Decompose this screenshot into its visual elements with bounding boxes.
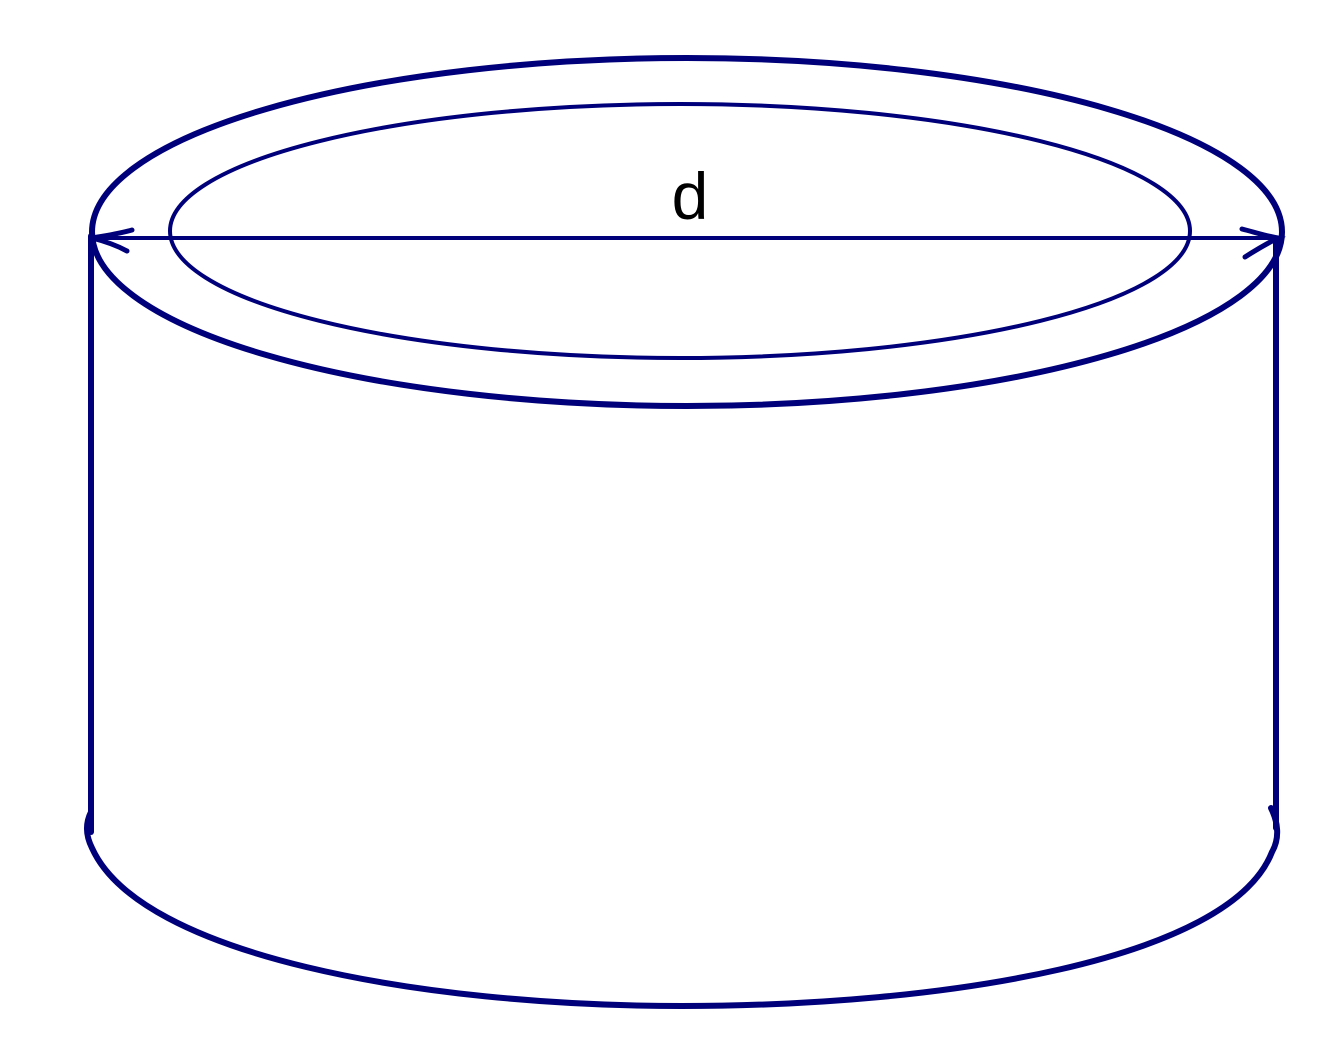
- outer-top-rim: [89, 55, 1285, 409]
- left-arrowhead: [91, 227, 135, 254]
- diameter-label: d: [672, 159, 709, 233]
- bottom-arc: [83, 805, 1281, 1010]
- inner-top-rim: [168, 102, 1192, 360]
- right-arrowhead: [1239, 226, 1286, 260]
